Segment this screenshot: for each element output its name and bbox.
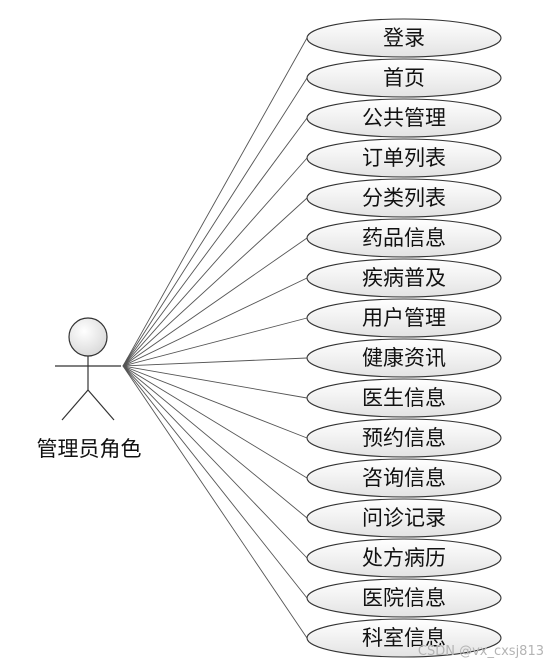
association-line — [122, 277, 308, 367]
association-line — [122, 357, 308, 367]
association-line — [122, 365, 308, 479]
association-line — [122, 237, 308, 367]
actor-head — [68, 317, 108, 357]
use-case-label: 医院信息 — [362, 586, 446, 610]
use-case-ellipse — [306, 178, 502, 218]
association-lines — [122, 37, 308, 639]
use-case: 科室信息 — [306, 618, 502, 658]
use-case-ellipse — [306, 578, 502, 618]
use-case-ellipse — [306, 298, 502, 338]
use-case-ellipse — [306, 338, 502, 378]
association-line — [122, 365, 308, 599]
use-case-label: 咨询信息 — [362, 466, 446, 490]
use-case-ellipse — [306, 218, 502, 258]
use-case-label: 订单列表 — [362, 146, 446, 170]
use-case: 咨询信息 — [306, 458, 502, 498]
actor-admin: 管理员角色 — [37, 317, 142, 461]
use-case-ellipse — [306, 18, 502, 58]
use-case: 登录 — [306, 18, 502, 58]
use-case: 订单列表 — [306, 138, 502, 178]
use-case: 医院信息 — [306, 578, 502, 618]
use-case-ellipse — [306, 58, 502, 98]
use-case: 药品信息 — [306, 218, 502, 258]
association-line — [122, 365, 308, 519]
use-case-ellipse — [306, 258, 502, 298]
use-case-label: 分类列表 — [362, 186, 446, 210]
association-line — [122, 365, 308, 439]
use-case-label: 用户管理 — [362, 306, 446, 330]
use-case-ellipse — [306, 498, 502, 538]
actor-label: 管理员角色 — [37, 437, 142, 461]
association-line — [122, 365, 308, 639]
use-case-label: 预约信息 — [362, 426, 446, 450]
use-case-ellipse — [306, 618, 502, 658]
use-case-label: 首页 — [383, 66, 425, 90]
actor-right-leg — [87, 389, 115, 421]
use-case: 分类列表 — [306, 178, 502, 218]
use-case: 医生信息 — [306, 378, 502, 418]
use-case: 健康资讯 — [306, 338, 502, 378]
watermark: CSDN @vx_cxsj813 — [418, 644, 544, 659]
use-case-list: 登录首页公共管理订单列表分类列表药品信息疾病普及用户管理健康资讯医生信息预约信息… — [306, 18, 502, 658]
use-case-label: 疾病普及 — [362, 266, 446, 290]
use-case-label: 处方病历 — [362, 546, 446, 570]
use-case-ellipse — [306, 458, 502, 498]
use-case-label: 药品信息 — [362, 226, 446, 250]
association-line — [122, 157, 308, 367]
use-case: 用户管理 — [306, 298, 502, 338]
association-line — [122, 365, 308, 559]
use-case-label: 医生信息 — [362, 386, 446, 410]
use-case: 公共管理 — [306, 98, 502, 138]
association-line — [122, 197, 308, 367]
use-case-label: 公共管理 — [362, 106, 446, 130]
use-case-ellipse — [306, 378, 502, 418]
association-line — [122, 77, 308, 367]
use-case: 疾病普及 — [306, 258, 502, 298]
association-line — [122, 37, 308, 367]
use-case-label: 登录 — [383, 26, 425, 50]
use-case-ellipse — [306, 418, 502, 458]
association-line — [122, 365, 308, 399]
use-case: 预约信息 — [306, 418, 502, 458]
use-case-ellipse — [306, 538, 502, 578]
actor-left-leg — [61, 389, 89, 421]
use-case-ellipse — [306, 138, 502, 178]
use-case-label: 问诊记录 — [362, 506, 446, 530]
use-case-label: 科室信息 — [362, 626, 446, 650]
use-case: 问诊记录 — [306, 498, 502, 538]
association-line — [122, 117, 308, 367]
use-case: 首页 — [306, 58, 502, 98]
use-case: 处方病历 — [306, 538, 502, 578]
use-case-ellipse — [306, 98, 502, 138]
association-line — [122, 317, 308, 367]
use-case-label: 健康资讯 — [362, 346, 446, 370]
